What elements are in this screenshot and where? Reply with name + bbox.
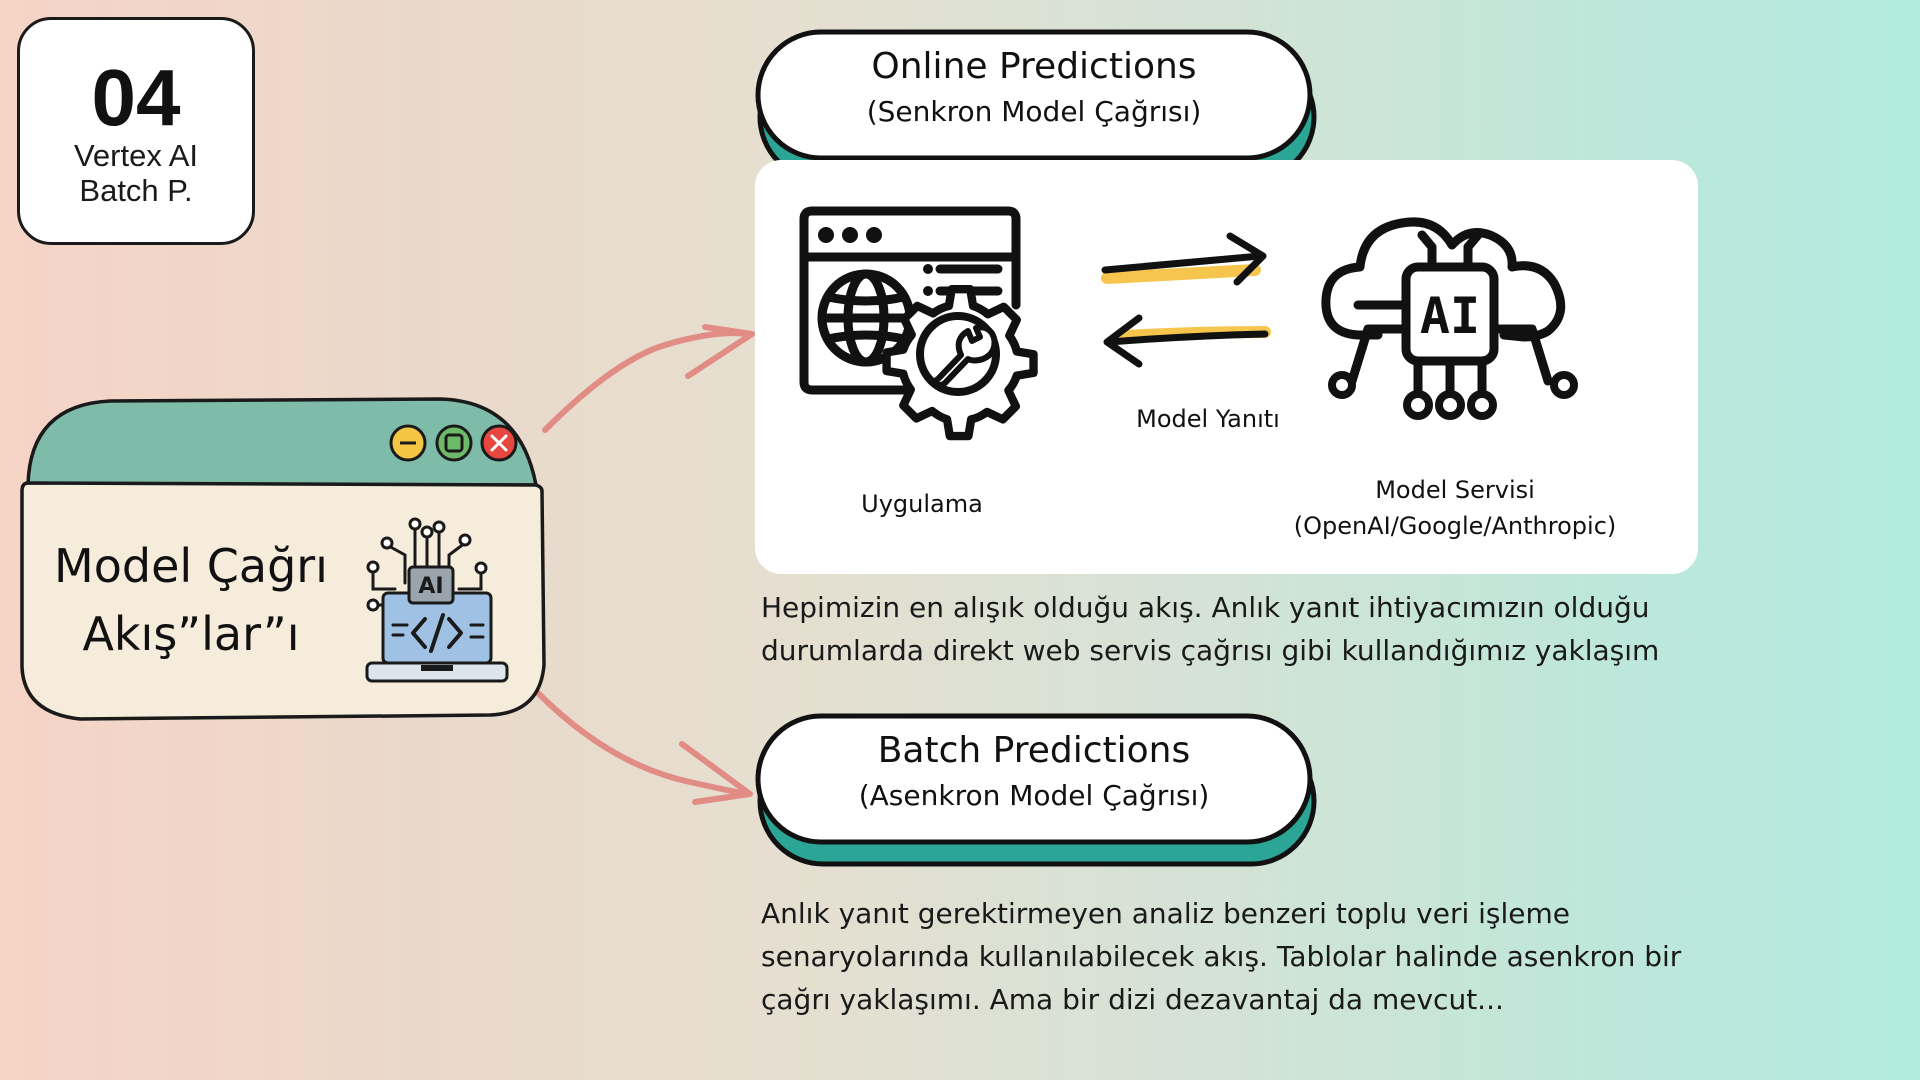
batch-description-line2: senaryolarında kullanılabilecek akış. Ta…	[761, 940, 1682, 973]
batch-description-line3: çağrı yaklaşımı. Ama bir dizi dezavantaj…	[761, 983, 1504, 1016]
section-label-line2: Batch P.	[79, 173, 193, 208]
minimize-button[interactable]	[389, 424, 427, 462]
batch-title: Batch Predictions	[877, 730, 1191, 771]
section-label-line1: Vertex AI	[73, 138, 199, 173]
connector-arrow-online	[542, 324, 755, 433]
model-service-label-line1: Model Servisi	[1375, 476, 1535, 504]
section-number: 04	[91, 53, 181, 142]
model-response-label: Model Yanıtı	[1136, 405, 1280, 433]
window-title: Model Çağrı Akış”lar”ı	[46, 532, 336, 668]
gear-icon	[882, 284, 1038, 441]
model-call-window: AI	[20, 397, 546, 721]
online-pill-shape	[755, 29, 1317, 183]
online-title: Online Predictions	[871, 46, 1197, 87]
online-subtitle: (Senkron Model Çağrısı)	[866, 95, 1202, 128]
window-title-line1: Model Çağrı	[54, 539, 328, 593]
batch-subtitle: (Asenkron Model Çağrısı)	[858, 779, 1210, 812]
batch-pill-shape	[755, 713, 1317, 867]
batch-description-line1: Anlık yanıt gerektirmeyen analiz benzeri…	[761, 897, 1571, 930]
connector-arrow-batch	[535, 690, 753, 805]
window-title-line2: Akış”lar”ı	[82, 607, 300, 661]
online-description: Hepimizin en alışık olduğu akış. Anlık y…	[761, 586, 1861, 672]
online-description-line2: durumlarda direkt web servis çağrısı gib…	[761, 634, 1660, 667]
online-pill: Online Predictions (Senkron Model Çağrıs…	[758, 44, 1310, 134]
close-button[interactable]	[480, 424, 518, 462]
ai-laptop-icon: AI	[365, 517, 509, 683]
svg-text:AI: AI	[418, 574, 443, 599]
online-description-line1: Hepimizin en alışık olduğu akış. Anlık y…	[761, 591, 1650, 624]
batch-description: Anlık yanıt gerektirmeyen analiz benzeri…	[761, 892, 1861, 1021]
svg-text:AI: AI	[1420, 287, 1480, 345]
section-badge: 04 Vertex AI Batch P.	[17, 17, 255, 245]
batch-pill: Batch Predictions (Asenkron Model Çağrıs…	[758, 728, 1310, 818]
maximize-button[interactable]	[435, 424, 473, 462]
window-header	[26, 397, 539, 487]
application-label: Uygulama	[861, 490, 983, 518]
model-service-label-line2: (OpenAI/Google/Anthropic)	[1293, 512, 1617, 540]
application-icon	[799, 206, 1038, 441]
model-service-label: Model Servisi (OpenAI/Google/Anthropic)	[1250, 472, 1660, 544]
exchange-arrows-icon	[1101, 232, 1271, 368]
ai-cloud-icon: AI	[1321, 217, 1578, 420]
